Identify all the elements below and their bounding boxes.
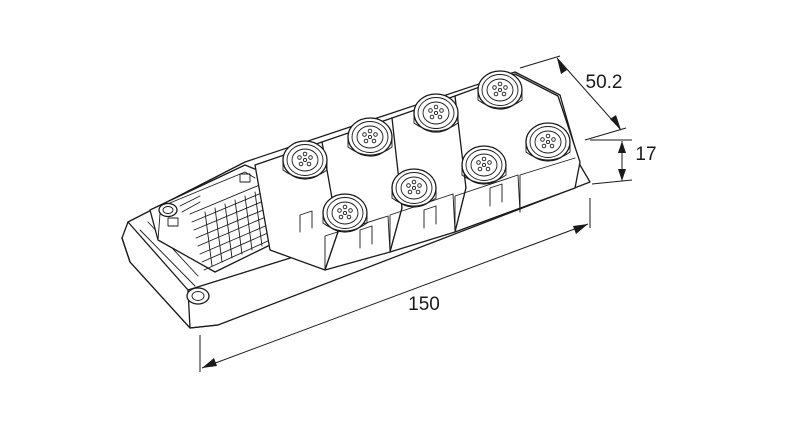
connector-6 (391, 168, 437, 208)
connector-2 (347, 117, 393, 157)
dimension-width: 50.2 (519, 55, 627, 141)
dimension-length: 150 (199, 198, 591, 372)
connector-3 (413, 93, 459, 133)
connector-5 (322, 193, 368, 233)
terminal-block (149, 164, 271, 273)
connector-8 (525, 122, 571, 162)
connector-7 (461, 145, 507, 185)
connector-4 (477, 70, 523, 110)
dimension-width-label: 50.2 (586, 72, 623, 93)
mounting-hole-rear (158, 202, 178, 218)
dimension-height-label: 17 (635, 144, 656, 165)
connector-1 (282, 140, 328, 180)
mounting-hole-left (186, 287, 210, 305)
dimension-height: 17 (590, 139, 657, 185)
dimension-length-label: 150 (408, 294, 440, 315)
